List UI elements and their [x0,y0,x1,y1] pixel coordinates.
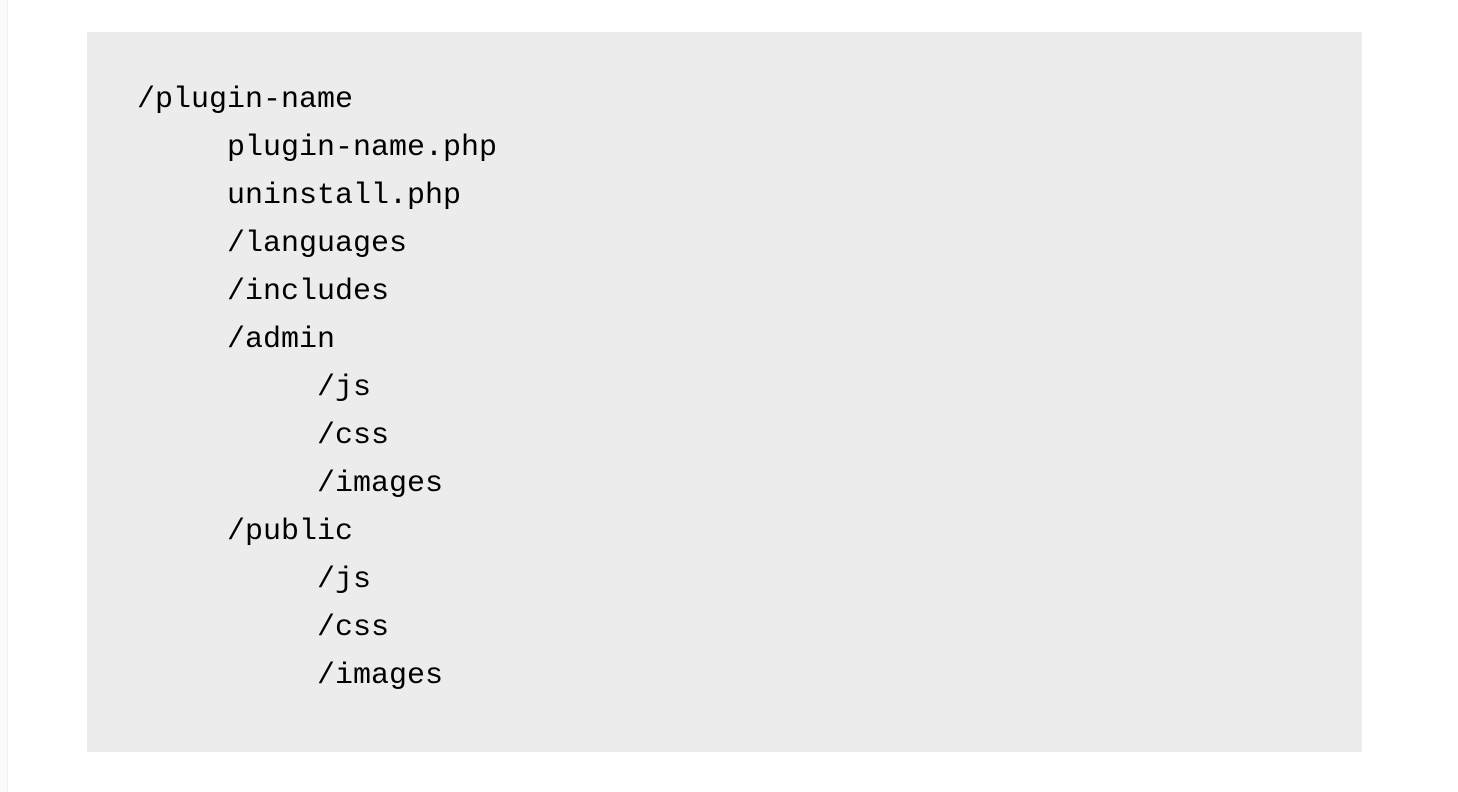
tree-line: /languages [227,227,408,261]
tree-line: /includes [227,275,390,309]
tree-line: /plugin-name [137,83,354,117]
left-edge-strip [0,0,8,792]
tree-line: /images [317,467,444,501]
directory-tree: /plugin-name plugin-name.php uninstall.php… [137,76,1332,700]
plugin-structure-code-block: /plugin-name plugin-name.php uninstall.php… [87,32,1362,752]
tree-line: /js [317,563,372,597]
tree-line: /js [317,371,372,405]
tree-line: /public [227,515,354,549]
tree-line: uninstall.php [227,179,462,213]
tree-line: /css [317,419,390,453]
tree-line: plugin-name.php [227,131,498,165]
tree-line: /admin [227,323,336,357]
tree-line: /css [317,611,390,645]
tree-line: /images [317,659,444,693]
